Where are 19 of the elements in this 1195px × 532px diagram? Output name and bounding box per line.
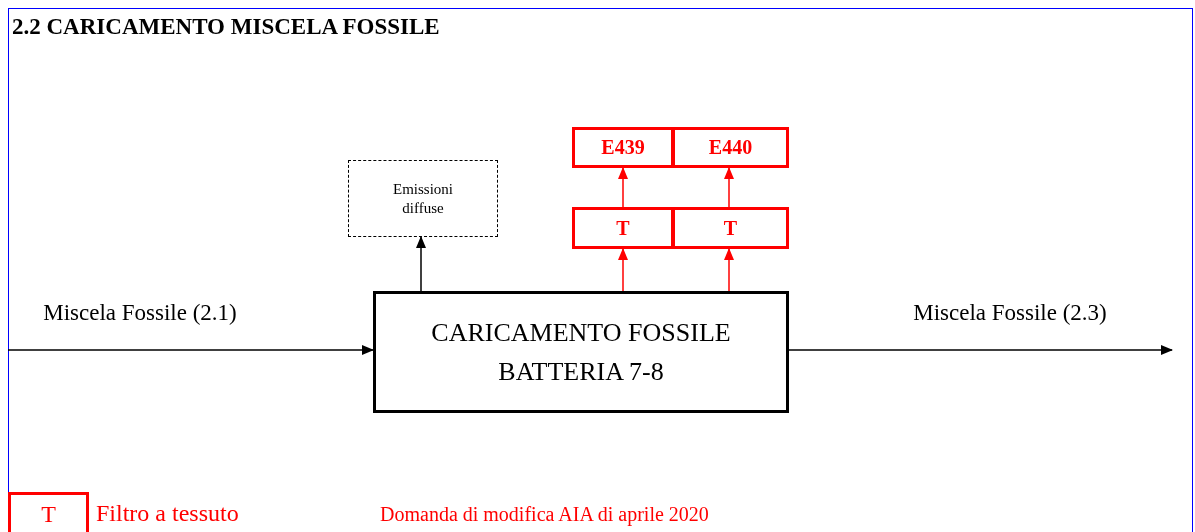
emission-box: Emissioni diffuse	[348, 160, 498, 237]
diagram-title: 2.2 CARICAMENTO MISCELA FOSSILE	[12, 14, 440, 40]
arrow	[7, 345, 374, 355]
emission-point-box: E439	[572, 127, 674, 168]
arrow	[724, 167, 734, 208]
arrow	[618, 167, 628, 208]
edge-label: Miscela Fossile (2.1)	[43, 300, 237, 326]
legend-filter-box: T	[8, 492, 89, 532]
node-label: Filtro a tessuto	[96, 500, 239, 527]
edge-label: Miscela Fossile (2.3)	[913, 300, 1107, 326]
emission-point-box: T	[572, 207, 674, 249]
emission-point-box: T	[672, 207, 789, 249]
process-box: CARICAMENTO FOSSILE BATTERIA 7-8	[373, 291, 789, 413]
arrow	[618, 248, 628, 292]
emission-point-box: E440	[672, 127, 789, 168]
arrow	[788, 345, 1173, 355]
note-text: Domanda di modifica AIA di aprile 2020	[380, 503, 709, 526]
arrow	[724, 248, 734, 292]
arrow	[416, 236, 426, 292]
